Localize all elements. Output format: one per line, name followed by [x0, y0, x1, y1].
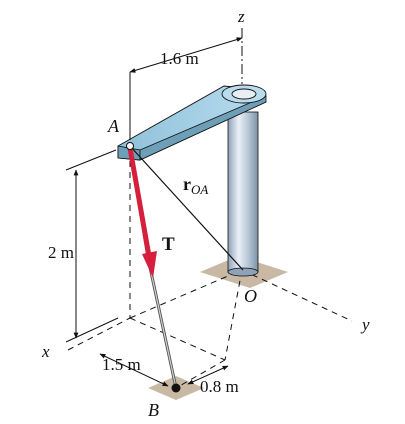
dim-x-offset — [99, 353, 169, 387]
position-vector-roa — [129, 145, 244, 271]
point-a-label: A — [107, 116, 120, 136]
z-axis-label: z — [237, 7, 245, 26]
point-b-label: B — [148, 400, 159, 420]
point-b-marker — [171, 383, 181, 393]
vertical-post — [227, 111, 259, 277]
position-vector-label: rOA — [183, 174, 208, 197]
x-axis-label: x — [41, 342, 50, 361]
dim-height — [65, 149, 119, 343]
x-offset-label: 1.5 m — [102, 355, 141, 374]
arm-length-label: 1.6 m — [160, 49, 199, 68]
dim-arm-length — [129, 37, 243, 140]
y-offset-label: 0.8 m — [200, 377, 239, 396]
horizontal-arm — [117, 84, 267, 161]
tension-vector-t — [127, 147, 157, 278]
height-label: 2 m — [48, 243, 74, 262]
point-o-label: O — [244, 286, 257, 306]
dim-y-offset — [187, 365, 229, 385]
point-a-marker — [126, 142, 134, 150]
construction-lines — [67, 150, 353, 389]
tension-label: T — [162, 234, 175, 255]
y-axis-label: y — [360, 315, 370, 334]
